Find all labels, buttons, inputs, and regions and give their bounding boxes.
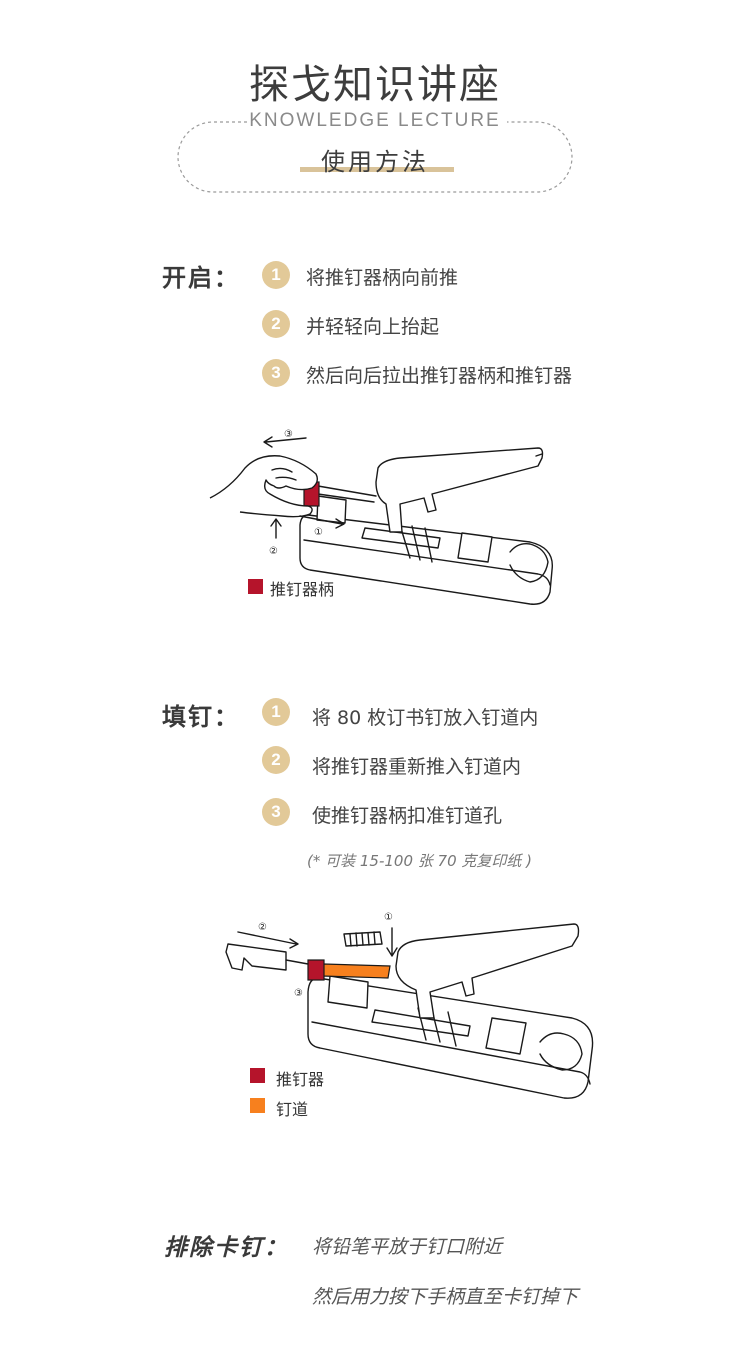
marker-1: ① [384,912,393,923]
marker-2: ② [269,546,278,557]
legend-swatch-pusher [250,1068,265,1083]
header-dashed-frame [177,121,573,193]
fill-step-3-number: 3 [262,798,290,826]
legend-label-track: 钉道 [276,1100,309,1119]
fill-step-1-number: 1 [262,698,290,726]
marker-3: ③ [294,988,303,999]
stapler-fill-illustration: ② ① ③ [225,912,594,1099]
marker-2: ② [258,922,267,933]
marker-3: ③ [284,429,293,440]
fill-step-3-text: 使推钉器柄扣准钉道孔 [312,805,503,827]
clear-jam-line-1: 将铅笔平放于钉口附近 [312,1236,503,1258]
subtitle-english: KNOWLEDGE LECTURE [249,110,501,131]
open-step-1-text: 将推钉器柄向前推 [306,267,459,289]
open-section-label: 开启： [162,264,240,292]
subtitle-chinese: 使用方法 [321,148,429,176]
open-step-3-text: 然后向后拉出推钉器柄和推钉器 [306,365,573,387]
clear-jam-line-2: 然后用力按下手柄直至卡钉掉下 [312,1286,579,1308]
open-step-2-number: 2 [262,310,290,338]
legend-swatch-push-handle [248,579,263,594]
open-step-3-number: 3 [262,359,290,387]
legend-label-pusher: 推钉器 [276,1070,325,1089]
legend-label-push-handle: 推钉器柄 [270,580,335,599]
fill-step-2-text: 将推钉器重新推入钉道内 [312,756,522,778]
legend-swatch-track [250,1098,265,1113]
fill-section-label: 填钉： [162,703,240,731]
open-step-2-text: 并轻轻向上抬起 [306,316,440,338]
page-title: 探戈知识讲座 [249,62,501,108]
clear-jam-label: 排除卡钉： [164,1235,289,1261]
fill-step-1-text: 将 80 枚订书钉放入钉道内 [312,707,539,729]
fill-step-2-number: 2 [262,746,290,774]
open-step-1-number: 1 [262,261,290,289]
stapler-open-illustration: ③ ① ② [209,429,554,605]
marker-1: ① [314,527,323,538]
capacity-note: (* 可装 15-100 张 70 克复印纸 ) [307,852,533,870]
subtitle-underline [300,167,454,172]
